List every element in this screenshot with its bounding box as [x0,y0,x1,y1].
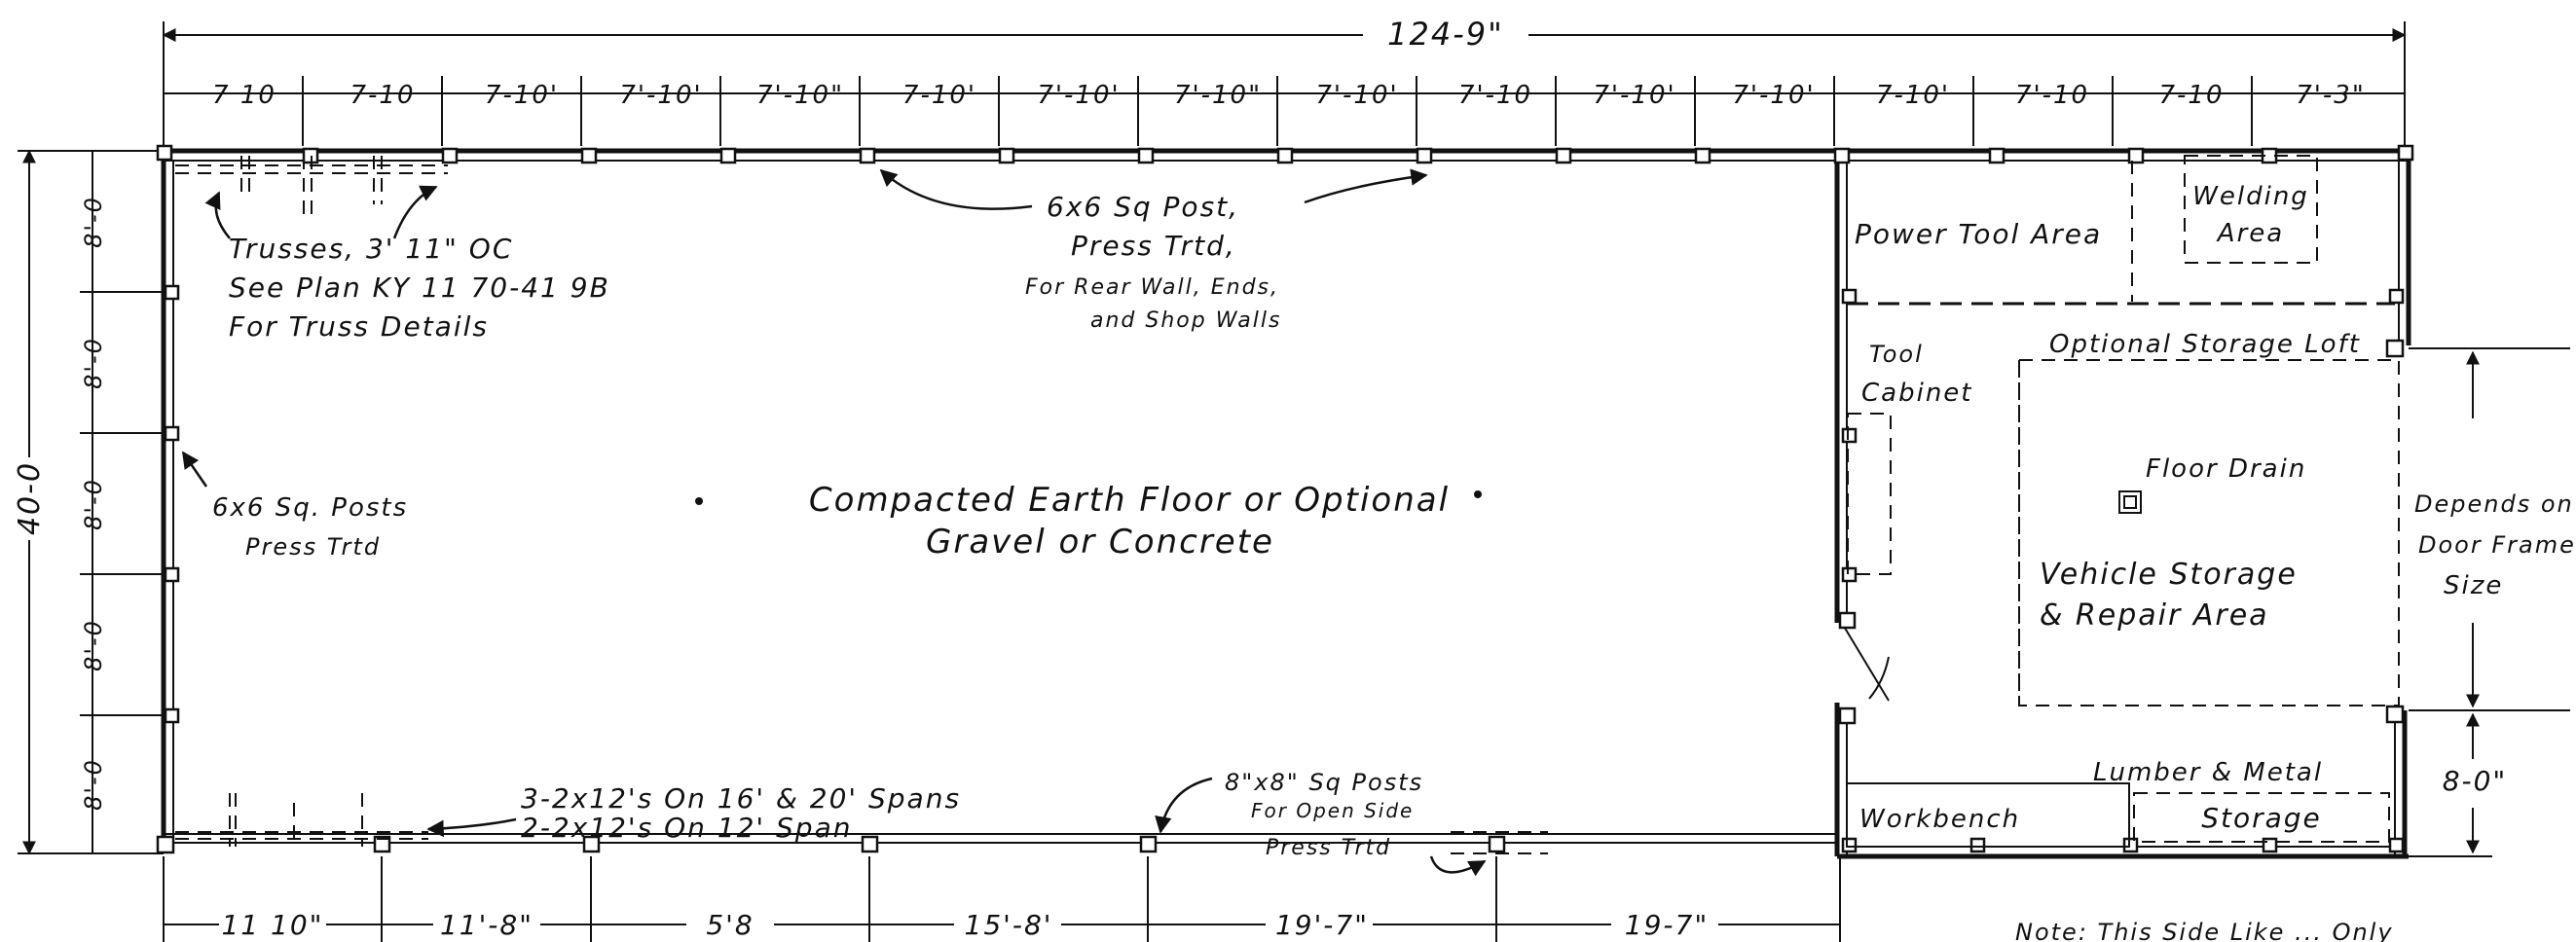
bottom-span-labels: 11 10" 11'-8" 5'8 15'-8' 19'-7" 19-7" [219,905,1718,941]
trusses-leader [392,185,438,239]
open-posts-note-2: For Open Side [1251,799,1414,822]
left-span-label: 8'-0 [80,337,107,389]
top-span-label: 7'-10' [1593,81,1675,110]
left-overall-dimension-label: 40-0 [13,461,47,535]
bottom-span-label: 19-7" [1625,909,1709,941]
vehicle-area-label-1: Vehicle Storage [2040,558,2298,592]
truss-indicators [175,156,1548,854]
storage-label: Storage [2201,802,2322,834]
post-note-1: 6x6 Sq Post, [1047,191,1239,223]
open-posts-leader [1429,855,1487,877]
open-posts-note-1: 8"x8" Sq Posts [1225,769,1423,796]
top-span-label: 7-10' [1876,81,1950,110]
bottom-span-label: 11 10" [221,909,323,941]
trusses-note-1: Trusses, 3' 11" OC [229,233,513,265]
trusses-leader [204,191,231,239]
floor-drain-label: Floor Drain [2146,454,2306,484]
post-note-4: and Shop Walls [1090,308,1281,333]
open-side-posts [373,835,1506,853]
left-span-labels: 8'-0 8'-0 8'-0 8'-0 8'-0 [80,196,107,811]
footer-note: Note: This Side Like ... Only [2015,919,2394,942]
floor-note-marker [1474,490,1482,498]
open-posts-note-3: Press Trtd [1266,836,1391,860]
bottom-span-label: 15'-8' [965,909,1053,941]
post-left-leader [181,451,208,488]
top-span-label: 7'-10' [1037,81,1120,110]
left-span-label: 8'-0 [80,478,107,530]
top-span-label: 7'-10' [1315,81,1398,110]
power-tool-area-label: Power Tool Area [1855,218,2102,250]
top-span-labels: 7 10 7-10 7-10' 7'-10' 7'-10" 7-10' 7'-1… [212,81,2366,110]
beams-leader [426,817,517,838]
welding-area-label-1: Welding [2192,182,2309,211]
top-span-label: 7'-10" [756,81,844,110]
bottom-span-label: 11'-8" [440,909,534,941]
left-wall-posts [156,284,180,854]
post-note-3: For Rear Wall, Ends, [1025,275,1279,300]
door-frame-label-2: Door Frame [2418,531,2576,559]
storage-loft-label: Optional Storage Loft [2049,330,2361,359]
trusses-note-3: For Truss Details [229,310,489,343]
right-dimension-line [2405,347,2570,857]
top-span-label: 7-10 [2158,81,2224,110]
top-span-label: 7'-10" [1174,81,1262,110]
top-span-label: 7'-10' [1732,81,1815,110]
floor-note-2: Gravel or Concrete [926,523,1274,562]
trusses-note-2: See Plan KY 11 70-41 9B [229,272,610,304]
beams-note-2: 2-2x12's On 12' Span [521,812,852,844]
top-span-ticks [163,76,2406,146]
tool-cabinet-label-2: Cabinet [1861,379,1972,408]
post-leader [1304,168,1428,204]
left-span-label: 8'-0 [80,758,107,811]
top-span-label: 7'-3" [2296,81,2366,110]
post-note-2: Press Trtd, [1071,230,1236,262]
post-left-note-1: 6x6 Sq. Posts [212,493,408,523]
shop-door [1842,624,1890,702]
door-frame-label-3: Size [2444,571,2503,600]
top-span-label: 7 10 [212,81,276,110]
top-span-label: 7-10' [485,81,559,110]
welding-area-label-2: Area [2216,219,2284,248]
bottom-span-label: 19'-7" [1275,909,1369,941]
floor-note-1: Compacted Earth Floor or Optional [809,481,1450,520]
door-frame-label-1: Depends on [2414,490,2574,518]
top-wall-posts [156,144,2414,164]
left-span-label: 8'-0 [80,619,107,671]
post-left-note-2: Press Trtd [245,533,381,561]
vehicle-area-label-2: & Repair Area [2040,598,2269,633]
tool-cabinet-label-1: Tool [1869,341,1924,368]
beams-note-1: 3-2x12's On 16' & 20' Spans [521,782,961,815]
overall-dimension-label: 124-9" [1387,16,1504,53]
top-span-label: 7'-10 [2015,81,2089,110]
lumber-metal-label: Lumber & Metal [2093,758,2323,787]
shop-area-outlines [1846,155,2400,848]
top-span-label: 7-10 [350,81,415,110]
right-bottom-dimension-label: 8-0" [2443,765,2508,797]
top-span-label: 7'-10 [1458,81,1532,110]
floor-note-marker [695,497,703,505]
post-leader [879,168,1033,210]
top-span-label: 7-10' [902,81,976,110]
left-span-dimension-line [80,151,173,853]
bottom-span-label: 5'8 [706,909,754,941]
left-span-label: 8'-0 [80,196,107,248]
top-span-label: 7'-10' [619,81,702,110]
left-overall-dimension-line [18,149,164,855]
floor-drain-icon [2118,490,2142,514]
open-posts-leader [1155,777,1213,834]
workbench-label: Workbench [1859,805,2020,834]
